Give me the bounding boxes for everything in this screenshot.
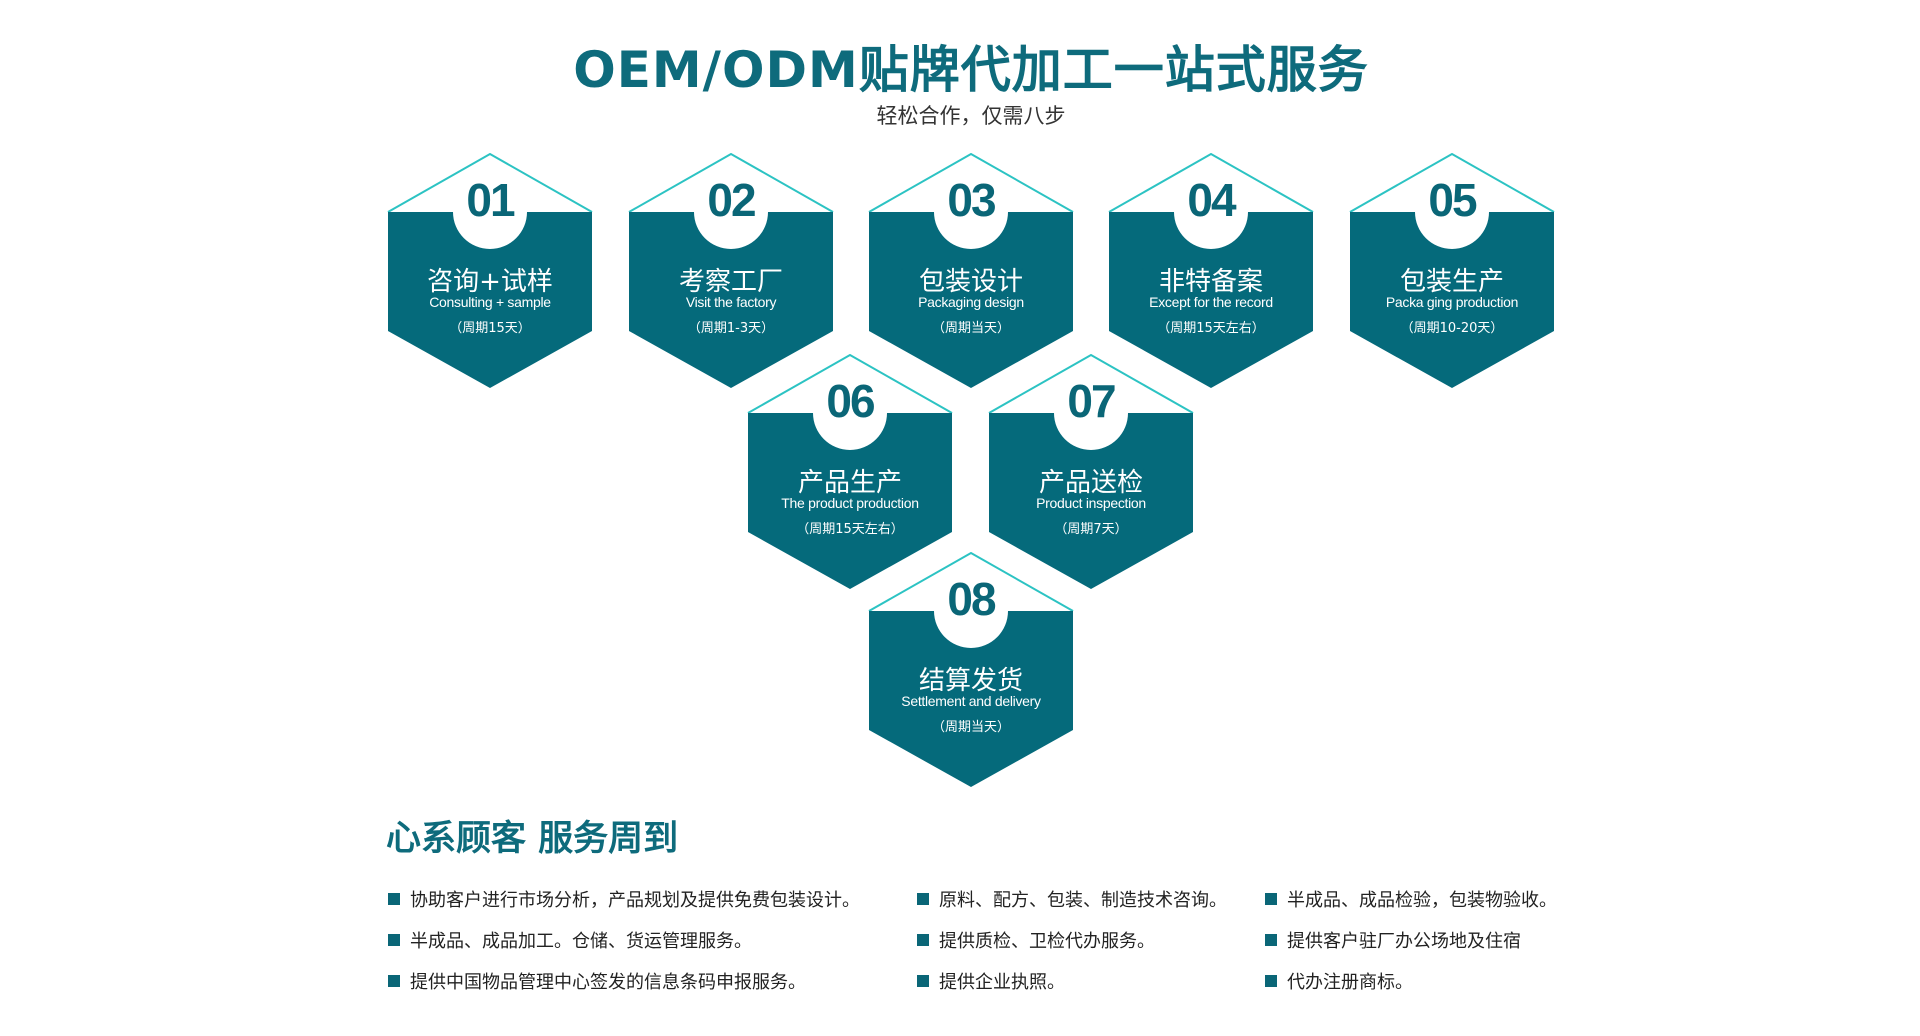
step-01: 01 咨询+试样 Consulting + sample （周期15天） [387, 153, 593, 389]
service-item: 提供客户驻厂办公场地及住宿 [1265, 927, 1521, 953]
step-subtitle: Packaging design [918, 294, 1024, 310]
hexagon-shape [628, 153, 834, 388]
step-subtitle: Product inspection [1036, 495, 1146, 511]
step-subtitle: Visit the factory [685, 294, 777, 310]
hexagon-shape [868, 153, 1074, 388]
step-06: 06 产品生产 The product production （周期15天左右） [747, 354, 953, 590]
step-02: 02 考察工厂 Visit the factory （周期1-3天） [628, 153, 834, 389]
service-item: 提供中国物品管理中心签发的信息条码申报服务。 [388, 968, 806, 994]
service-text: 提供企业执照。 [939, 972, 1065, 993]
step-number: 01 [466, 174, 515, 226]
hexagon-shape [988, 354, 1194, 589]
hexagon-shape [868, 552, 1074, 787]
step-04: 04 非特备案 Except for the record （周期15天左右） [1108, 153, 1314, 389]
service-text: 半成品、成品加工。仓储、货运管理服务。 [410, 931, 752, 952]
step-title: 包装生产 [1399, 267, 1504, 297]
service-item: 半成品、成品加工。仓储、货运管理服务。 [388, 927, 752, 953]
step-period: （周期1-3天） [687, 321, 775, 336]
step-period: （周期15天） [449, 321, 531, 336]
step-title: 非特备案 [1158, 267, 1263, 297]
square-bullet-icon [917, 975, 929, 987]
step-period: （周期15天左右） [796, 522, 904, 537]
step-03: 03 包装设计 Packaging design （周期当天） [868, 153, 1074, 389]
service-text: 提供质检、卫检代办服务。 [939, 931, 1155, 952]
hexagon-shape [1349, 153, 1555, 388]
step-subtitle: Packa ging production [1385, 294, 1519, 310]
step-title: 咨询+试样 [427, 267, 553, 297]
step-number: 05 [1428, 174, 1477, 226]
step-period: （周期10-20天） [1400, 321, 1504, 336]
service-text: 提供中国物品管理中心签发的信息条码申报服务。 [410, 972, 806, 993]
service-text: 协助客户进行市场分析，产品规划及提供免费包装设计。 [410, 890, 860, 911]
step-05: 05 包装生产 Packa ging production （周期10-20天） [1349, 153, 1555, 389]
step-title: 产品生产 [797, 468, 902, 498]
step-number: 02 [707, 174, 756, 226]
square-bullet-icon [388, 893, 400, 905]
step-number: 07 [1067, 375, 1116, 427]
step-subtitle: Settlement and delivery [901, 693, 1041, 709]
step-number: 03 [947, 174, 996, 226]
service-text: 提供客户驻厂办公场地及住宿 [1287, 931, 1521, 952]
service-item: 协助客户进行市场分析，产品规划及提供免费包装设计。 [388, 886, 860, 912]
square-bullet-icon [917, 893, 929, 905]
step-subtitle: The product production [781, 495, 919, 511]
service-item: 代办注册商标。 [1265, 968, 1413, 994]
square-bullet-icon [1265, 975, 1277, 987]
step-period: （周期当天） [931, 321, 1010, 336]
step-number: 08 [947, 573, 996, 625]
service-item: 提供质检、卫检代办服务。 [917, 927, 1155, 953]
step-subtitle: Except for the record [1149, 294, 1273, 310]
hexagon-shape [747, 354, 953, 589]
square-bullet-icon [1265, 934, 1277, 946]
square-bullet-icon [388, 975, 400, 987]
step-period: （周期15天左右） [1157, 321, 1265, 336]
square-bullet-icon [917, 934, 929, 946]
service-text: 半成品、成品检验，包装物验收。 [1287, 890, 1557, 911]
step-title: 结算发货 [918, 666, 1023, 696]
service-item: 半成品、成品检验，包装物验收。 [1265, 886, 1557, 912]
step-title: 考察工厂 [678, 267, 783, 297]
page-title: OEM/ODM贴牌代加工一站式服务 [573, 41, 1369, 99]
step-number: 06 [826, 375, 875, 427]
step-08: 08 结算发货 Settlement and delivery （周期当天） [868, 552, 1074, 788]
step-07: 07 产品送检 Product inspection （周期7天） [988, 354, 1194, 590]
service-text: 代办注册商标。 [1287, 972, 1413, 993]
square-bullet-icon [388, 934, 400, 946]
service-text: 原料、配方、包装、制造技术咨询。 [939, 890, 1227, 911]
step-title: 产品送检 [1038, 468, 1143, 498]
step-number: 04 [1187, 174, 1236, 226]
page-subtitle: 轻松合作，仅需八步 [876, 104, 1066, 128]
service-item: 提供企业执照。 [917, 968, 1065, 994]
hexagon-shape [387, 153, 593, 388]
step-period: （周期7天） [1054, 522, 1128, 537]
step-subtitle: Consulting + sample [429, 294, 551, 310]
step-title: 包装设计 [918, 267, 1023, 297]
service-item: 原料、配方、包装、制造技术咨询。 [917, 886, 1227, 912]
services-title: 心系顾客 服务周到 [386, 819, 679, 859]
step-period: （周期当天） [931, 720, 1010, 735]
hexagon-shape [1108, 153, 1314, 388]
square-bullet-icon [1265, 893, 1277, 905]
